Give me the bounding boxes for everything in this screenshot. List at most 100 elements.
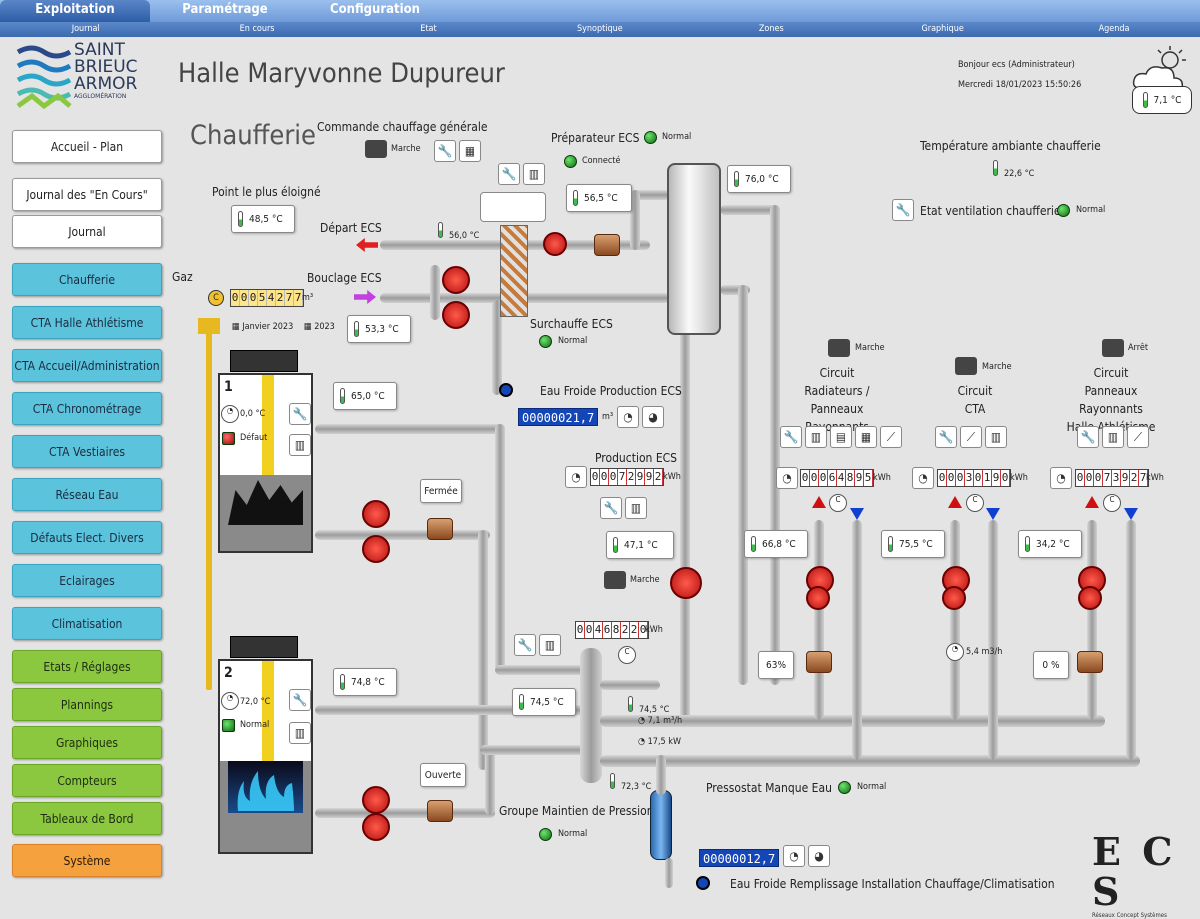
gauge-icon[interactable]: ◔ xyxy=(776,467,798,489)
cta-pump-2[interactable] xyxy=(942,586,966,610)
halle-pump-2[interactable] xyxy=(1078,586,1102,610)
gauge-icon[interactable]: ◔ xyxy=(617,406,639,428)
pie-chart-icon[interactable]: ◕ xyxy=(808,845,830,867)
chart-icon[interactable]: ▥ xyxy=(625,497,647,519)
tab-configuration[interactable]: Configuration xyxy=(330,2,420,17)
subtab-journal[interactable]: Journal xyxy=(71,24,100,34)
sidebar-tableaux-bord[interactable]: Tableaux de Bord xyxy=(12,802,162,835)
gas-month[interactable]: ▦ Janvier 2023 xyxy=(232,322,294,332)
sidebar-journal[interactable]: Journal xyxy=(12,215,162,248)
sidebar-climatisation[interactable]: Climatisation xyxy=(12,607,162,640)
b2-pump-2[interactable] xyxy=(362,813,390,841)
chart-icon[interactable]: ▥ xyxy=(289,434,311,456)
sidebar-cta-chrono[interactable]: CTA Chronométrage xyxy=(12,392,162,425)
subtab-graphique[interactable]: Graphique xyxy=(921,24,964,34)
sidebar-eclairages[interactable]: Eclairages xyxy=(12,564,162,597)
chart-icon[interactable]: ▥ xyxy=(1102,426,1124,448)
water-meter-icon xyxy=(696,876,710,890)
rad-pump-2[interactable] xyxy=(806,586,830,610)
wrench-icon[interactable]: 🔧 xyxy=(780,426,802,448)
sidebar-systeme[interactable]: Système xyxy=(12,844,162,877)
wrench-icon[interactable]: 🔧 xyxy=(1077,426,1099,448)
wrench-icon[interactable]: 🔧 xyxy=(514,634,536,656)
schedule-icon[interactable]: ▦ xyxy=(459,140,481,162)
switch-icon[interactable] xyxy=(365,140,387,158)
debit: ◔ 7,1 m³/h xyxy=(638,716,683,726)
production-ecs-unit: kWh xyxy=(663,472,681,482)
ecs-pump[interactable] xyxy=(543,232,567,256)
logo: SAINT BRIEUC ARMOR AGGLOMÉRATION xyxy=(14,42,164,117)
counter-digit: 0 xyxy=(947,470,956,486)
switch-icon[interactable] xyxy=(604,571,626,589)
sidebar-reseau-eau[interactable]: Réseau Eau xyxy=(12,478,162,511)
halle-3way-valve[interactable] xyxy=(1077,651,1103,673)
tab-exploitation[interactable]: Exploitation xyxy=(0,0,150,22)
circuit-cta-state: Marche xyxy=(982,362,1012,372)
counter-digit: 0 xyxy=(1001,470,1010,486)
sidebar-cta-halle[interactable]: CTA Halle Athlétisme xyxy=(12,306,162,339)
switch-icon[interactable] xyxy=(828,339,850,357)
chart-icon[interactable]: ▥ xyxy=(289,722,311,744)
subtab-etat[interactable]: Etat xyxy=(420,24,437,34)
chart-icon[interactable]: ▥ xyxy=(539,634,561,656)
rad-3way-valve[interactable] xyxy=(806,651,832,673)
tab-parametrage[interactable]: Paramétrage xyxy=(182,2,268,17)
arrow-up-icon xyxy=(812,496,826,508)
gauge-icon[interactable]: ◔ xyxy=(783,845,805,867)
subtab-synoptique[interactable]: Synoptique xyxy=(576,24,623,34)
wrench-icon[interactable]: 🔧 xyxy=(289,689,311,711)
wrench-icon[interactable]: 🔧 xyxy=(600,497,622,519)
curve-icon[interactable]: ⟋ xyxy=(1127,426,1149,448)
sidebar-cta-accueil[interactable]: CTA Accueil/Administration xyxy=(12,349,162,382)
b1-pump-2[interactable] xyxy=(362,535,390,563)
b2-pump-1[interactable] xyxy=(362,786,390,814)
temp-ambiante: 22,6 °C xyxy=(993,160,1034,179)
switch-icon[interactable] xyxy=(955,357,977,375)
chart-icon[interactable]: ▥ xyxy=(805,426,827,448)
curve-icon[interactable]: ⟋ xyxy=(960,426,982,448)
thermometer-icon xyxy=(340,388,345,404)
gauge-icon[interactable]: ◔ xyxy=(1050,467,1072,489)
b2-valve[interactable] xyxy=(427,800,453,822)
gauge-icon[interactable]: ◔ xyxy=(565,466,587,488)
gas-year[interactable]: ▦ 2023 xyxy=(304,322,335,332)
bouclage-pump-1[interactable] xyxy=(442,266,470,294)
sidebar-chaufferie[interactable]: Chaufferie xyxy=(12,263,162,296)
schedule-icon[interactable]: ▦ xyxy=(855,426,877,448)
wrench-icon[interactable]: 🔧 xyxy=(434,140,456,162)
sidebar-cta-vestiaires[interactable]: CTA Vestiaires xyxy=(12,435,162,468)
temp-halle: 34,2 °C xyxy=(1018,530,1082,558)
curve-icon[interactable]: ⟋ xyxy=(880,426,902,448)
wrench-icon[interactable]: 🔧 xyxy=(498,163,520,185)
counter-digit: 4 xyxy=(267,290,276,306)
chart-icon[interactable]: ▥ xyxy=(985,426,1007,448)
ventilation-led xyxy=(1057,204,1070,217)
wrench-icon[interactable]: 🔧 xyxy=(935,426,957,448)
subtab-agenda[interactable]: Agenda xyxy=(1098,24,1130,34)
sidebar-plannings[interactable]: Plannings xyxy=(12,688,162,721)
grid-icon[interactable]: ▤ xyxy=(830,426,852,448)
wrench-icon[interactable]: 🔧 xyxy=(892,199,914,221)
wrench-icon[interactable]: 🔧 xyxy=(289,403,311,425)
b1-pump-1[interactable] xyxy=(362,500,390,528)
thermometer-icon xyxy=(1142,92,1148,108)
pie-chart-icon[interactable]: ◕ xyxy=(642,406,664,428)
ecs-valve[interactable] xyxy=(594,234,620,256)
switch-icon[interactable] xyxy=(1102,339,1124,357)
sidebar-accueil-plan[interactable]: Accueil - Plan xyxy=(12,130,162,163)
bouclage-pump-2[interactable] xyxy=(442,301,470,329)
chart-icon[interactable]: ▥ xyxy=(523,163,545,185)
sidebar-journal-en-cours[interactable]: Journal des "En Cours" xyxy=(12,178,162,211)
counter-digit: 3 xyxy=(965,470,974,486)
sidebar-graphiques[interactable]: Graphiques xyxy=(12,726,162,759)
depart-ecs-label: Départ ECS xyxy=(320,221,382,235)
gauge-icon[interactable]: ◔ xyxy=(912,467,934,489)
prod-ecs-pump[interactable] xyxy=(670,567,702,599)
heat-exchanger xyxy=(500,225,528,317)
sidebar-compteurs[interactable]: Compteurs xyxy=(12,764,162,797)
sidebar-defauts-elec[interactable]: Défauts Elect. Divers xyxy=(12,521,162,554)
b1-valve[interactable] xyxy=(427,518,453,540)
sidebar-etats-reglages[interactable]: Etats / Réglages xyxy=(12,650,162,683)
subtab-zones[interactable]: Zones xyxy=(758,24,784,34)
subtab-en-cours[interactable]: En cours xyxy=(239,24,275,34)
